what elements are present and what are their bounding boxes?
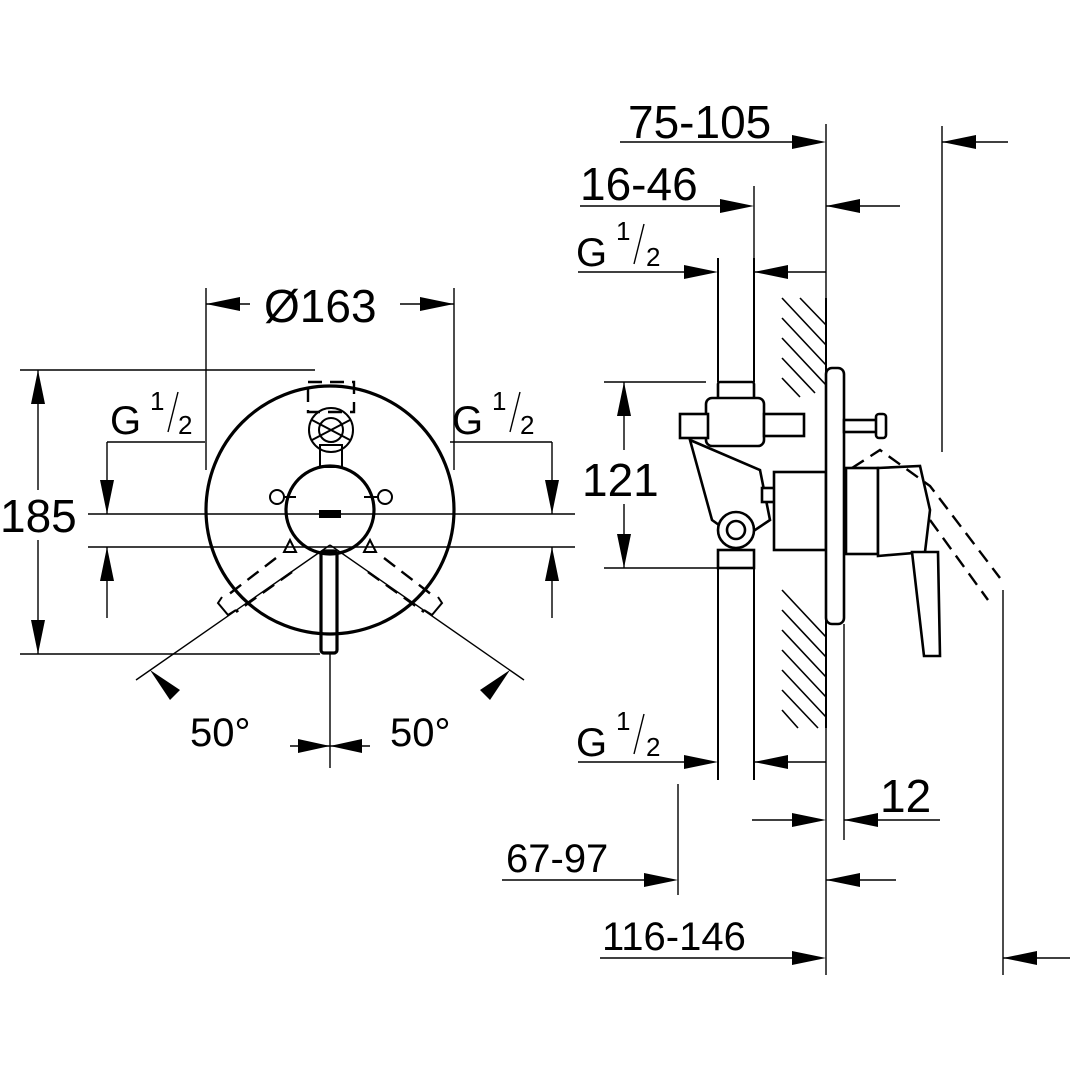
dim-75-105: 75-105 <box>628 96 771 148</box>
svg-text:G: G <box>452 399 483 443</box>
lever-rotated-left <box>216 557 293 617</box>
mounting-screw-right-icon <box>364 489 393 505</box>
angle-right-label: 50° <box>390 711 451 755</box>
valve-body <box>678 366 888 626</box>
mounting-screw-left-icon <box>269 489 296 505</box>
front-view: Ø163 185 G 1 2 G 1 <box>0 280 575 768</box>
cartridge-outline <box>306 380 356 414</box>
dim-16-46: 16-46 <box>580 158 698 210</box>
dim-116-146: 116-146 <box>602 915 746 959</box>
dim-67-97: 67-97 <box>506 837 608 881</box>
side-handle <box>844 448 1001 658</box>
svg-text:2: 2 <box>520 410 534 440</box>
svg-text:G: G <box>576 231 607 275</box>
svg-text:1: 1 <box>492 386 506 416</box>
svg-text:2: 2 <box>646 732 660 762</box>
angle-left-label: 50° <box>190 711 251 755</box>
svg-text:2: 2 <box>646 242 660 272</box>
svg-text:G: G <box>110 399 141 443</box>
inlet-top-label: G 1 2 <box>576 216 660 275</box>
svg-text:2: 2 <box>178 410 192 440</box>
inlet-right-label: G 1 2 <box>452 386 534 443</box>
diameter-label: Ø163 <box>264 280 377 332</box>
inlet-bottom-label: G 1 2 <box>576 706 660 765</box>
escutcheon-plate <box>204 384 456 636</box>
svg-text:1: 1 <box>616 216 630 246</box>
handle-lever <box>319 549 339 655</box>
inlet-left-label: G 1 2 <box>110 386 192 443</box>
svg-text:1: 1 <box>150 386 164 416</box>
svg-text:1: 1 <box>616 706 630 736</box>
svg-text:G: G <box>576 721 607 765</box>
dim-121: 121 <box>582 454 659 506</box>
lever-rotated-right <box>367 557 444 617</box>
wall-hatching <box>781 297 827 729</box>
dim-12: 12 <box>880 770 931 822</box>
handle-hub <box>284 464 376 556</box>
height-label: 185 <box>0 490 77 542</box>
diverter-knob-icon <box>308 407 354 468</box>
side-view: 75-105 16-46 G 1 2 121 <box>502 96 1070 975</box>
